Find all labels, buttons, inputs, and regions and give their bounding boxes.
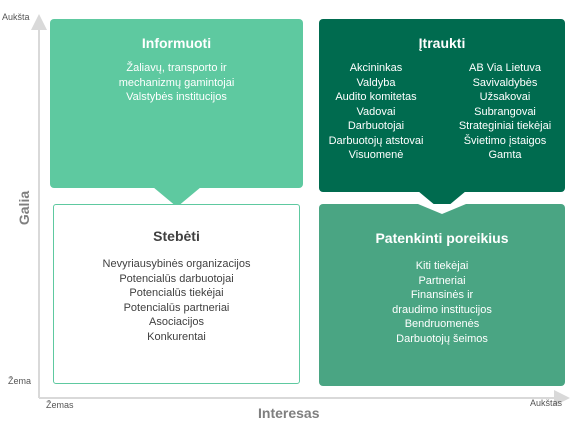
stebeti-item: Potencialūs darbuotojai [119, 272, 234, 285]
quadrant-itraukti: Įtraukti Akcininkas Valdyba Audito komit… [319, 19, 565, 192]
patenkinti-items: Kiti tiekėjai Partneriai Finansinės ir d… [319, 259, 565, 346]
patenkinti-title: Patenkinti poreikius [375, 230, 509, 246]
itraukti-item: AB Via Lietuva [469, 62, 541, 74]
itraukti-item: Gamta [488, 149, 522, 161]
y-axis-low-label: Žema [8, 376, 32, 386]
itraukti-item: Vadovai [356, 105, 396, 118]
stebeti-item: Asociacijos [148, 316, 205, 328]
informuoti-pointer [153, 187, 201, 207]
patenkinti-notch [418, 204, 466, 214]
quadrant-informuoti: Informuoti Žaliavų, transporto ir mechan… [50, 19, 303, 188]
itraukti-item: Užsakovai [479, 91, 531, 103]
y-axis-high-label: Aukšta [2, 12, 30, 22]
stebeti-title: Stebėti [153, 228, 200, 244]
stebeti-item: Konkurentai [147, 330, 206, 343]
x-axis-title: Interesas [258, 405, 320, 421]
informuoti-items: Žaliavų, transporto ir mechanizmų gamint… [50, 61, 303, 105]
itraukti-item: Valdyba [356, 76, 396, 89]
itraukti-item: Subrangovai [474, 105, 536, 118]
itraukti-item: Strateginiai tiekėjai [458, 120, 552, 132]
stebeti-item: Potencialūs tiekėjai [129, 287, 224, 299]
itraukti-item: Akcininkas [349, 62, 403, 74]
patenkinti-item: Bendruomenės [404, 318, 480, 330]
itraukti-right-column: AB Via Lietuva Savivaldybės Užsakovai Su… [447, 61, 563, 163]
informuoti-item: mechanizmų gamintojai [118, 76, 235, 89]
patenkinti-item: Partneriai [418, 274, 466, 287]
quadrant-stebeti: Stebėti Nevyriausybinės organizacijos Po… [53, 204, 300, 384]
informuoti-item: Žaliavų, transporto ir [126, 62, 227, 74]
patenkinti-item: Kiti tiekėjai [415, 260, 469, 272]
itraukti-item: Švietimo įstaigos [463, 134, 547, 147]
stebeti-items: Nevyriausybinės organizacijos Potencialū… [54, 257, 299, 344]
itraukti-left-column: Akcininkas Valdyba Audito komitetas Vado… [321, 61, 431, 163]
stebeti-item: Potencialūs partneriai [123, 301, 230, 314]
patenkinti-item: Darbuotojų šeimos [396, 332, 488, 345]
itraukti-item: Darbuotojai [347, 120, 405, 132]
itraukti-item: Darbuotojų atstovai [328, 134, 424, 147]
informuoti-item: Valstybės institucijos [126, 91, 227, 103]
x-axis-high-label: Aukštas [530, 398, 563, 408]
patenkinti-item: Finansinės ir [410, 289, 474, 301]
itraukti-title: Įtraukti [418, 35, 466, 51]
y-axis-title: Galia [16, 190, 32, 226]
x-axis-low-label: Žemas [46, 400, 74, 410]
itraukti-item: Audito komitetas [335, 91, 417, 103]
patenkinti-item: draudimo institucijos [392, 303, 492, 316]
quadrant-patenkinti: Patenkinti poreikius Kiti tiekėjai Partn… [319, 204, 565, 386]
itraukti-item: Visuomenė [348, 149, 404, 161]
itraukti-item: Savivaldybės [472, 76, 538, 89]
informuoti-title: Informuoti [141, 35, 212, 51]
stebeti-item: Nevyriausybinės organizacijos [102, 258, 251, 270]
